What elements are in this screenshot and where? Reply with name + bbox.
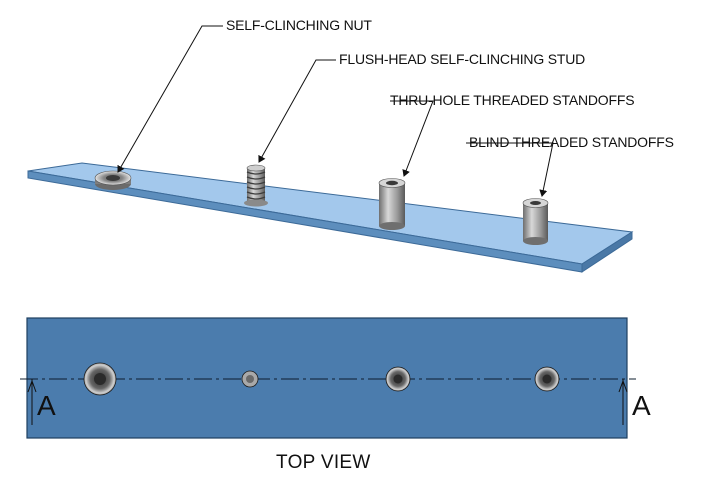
section-label-right: A [632,390,651,421]
callout-self-clinching-nut: SELF-CLINCHING NUT [226,17,372,33]
leader-self-clinching-nut [117,25,223,173]
section-label-left: A [37,390,56,421]
isometric-plate [27,162,634,273]
section-arrow-right [618,379,628,425]
self-clinching-nut-iso [94,170,132,190]
top-view-nut-hole [83,362,117,396]
callout-flush-head-stud: FLUSH-HEAD SELF-CLINCHING STUD [339,51,586,67]
thru-hole-standoff-iso [378,178,406,230]
plate-right-edge [581,231,633,273]
leader-thru-hole-standoffs [390,100,434,177]
top-view-thru-standoff [385,366,411,392]
callout-thru-hole-standoffs: THRU-HOLE THREADED STANDOFFS [390,92,635,108]
section-arrow-left [27,379,37,425]
leader-lines [117,25,554,197]
leader-blind-standoffs [466,142,554,197]
top-view [20,317,636,439]
blind-standoff-iso [522,198,549,245]
leader-flush-head-stud [258,59,336,163]
top-view-title: TOP VIEW [276,452,371,473]
flush-head-stud-iso [244,164,268,207]
top-view-blind-standoff [534,366,560,392]
top-view-plate [26,317,628,439]
top-view-stud [241,370,259,388]
callout-blind-standoffs: BLIND THREADED STANDOFFS [469,134,674,150]
